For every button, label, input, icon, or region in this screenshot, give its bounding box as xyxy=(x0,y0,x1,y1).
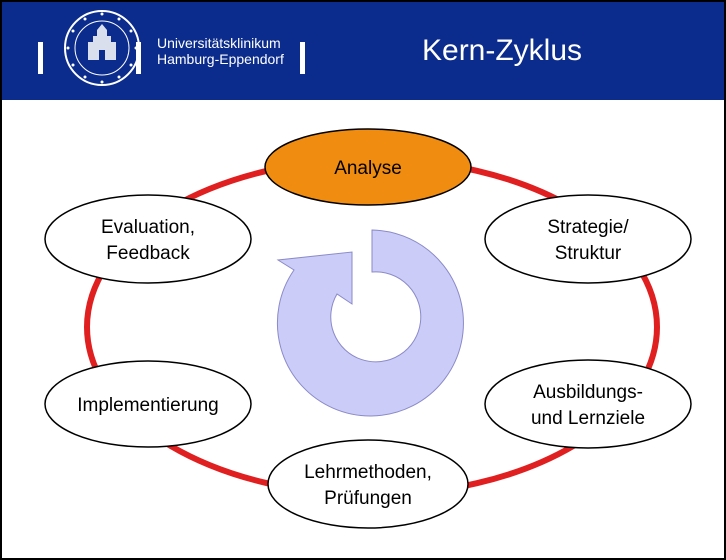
university-name-line2: Hamburg-Eppendorf xyxy=(157,51,284,67)
cycle-node-ellipse xyxy=(44,194,252,284)
cycle-node-label: Prüfungen xyxy=(324,488,412,509)
cycle-node-label: Implementierung xyxy=(77,395,219,416)
page-title: Kern-Zyklus xyxy=(422,34,583,67)
cycle-node-ausbildungsziele: Ausbildungs-und Lernziele xyxy=(484,359,692,449)
cycle-node-label: Struktur xyxy=(555,243,622,264)
slide-header: Universitätsklinikum Hamburg-Eppendorf K… xyxy=(2,2,724,100)
university-name: Universitätsklinikum Hamburg-Eppendorf xyxy=(157,35,284,67)
cycle-node-ellipse xyxy=(484,359,692,449)
cycle-node-label: Evaluation, xyxy=(101,217,195,238)
logo-bar-middle xyxy=(136,42,141,74)
circular-arrow-icon xyxy=(276,229,464,417)
cycle-node-ellipse xyxy=(267,439,469,529)
cycle-node-lehrmethoden: Lehrmethoden, Prüfungen xyxy=(267,439,469,529)
cycle-node-evaluation: Evaluation, Feedback xyxy=(44,194,252,284)
cycle-node-strategie: Strategie/Struktur xyxy=(484,194,692,284)
cycle-node-label: und Lernziele xyxy=(531,408,645,429)
cycle-node-ellipse xyxy=(44,360,252,448)
cycle-node-label: Strategie/ xyxy=(547,217,629,238)
cycle-node-label: Lehrmethoden, xyxy=(304,462,432,483)
university-name-line1: Universitätsklinikum xyxy=(157,35,281,51)
cycle-node-label: Ausbildungs- xyxy=(533,382,643,403)
cycle-node-ellipse xyxy=(264,128,472,206)
logo-bar-right xyxy=(300,42,305,74)
cycle-node-implementierung: Implementierung xyxy=(44,360,252,448)
cycle-node-label: Feedback xyxy=(106,243,190,264)
logo-bar-left xyxy=(38,42,43,74)
cycle-node-analyse: Analyse xyxy=(264,128,472,206)
cycle-node-ellipse xyxy=(484,194,692,284)
cycle-node-label: Analyse xyxy=(334,158,402,179)
